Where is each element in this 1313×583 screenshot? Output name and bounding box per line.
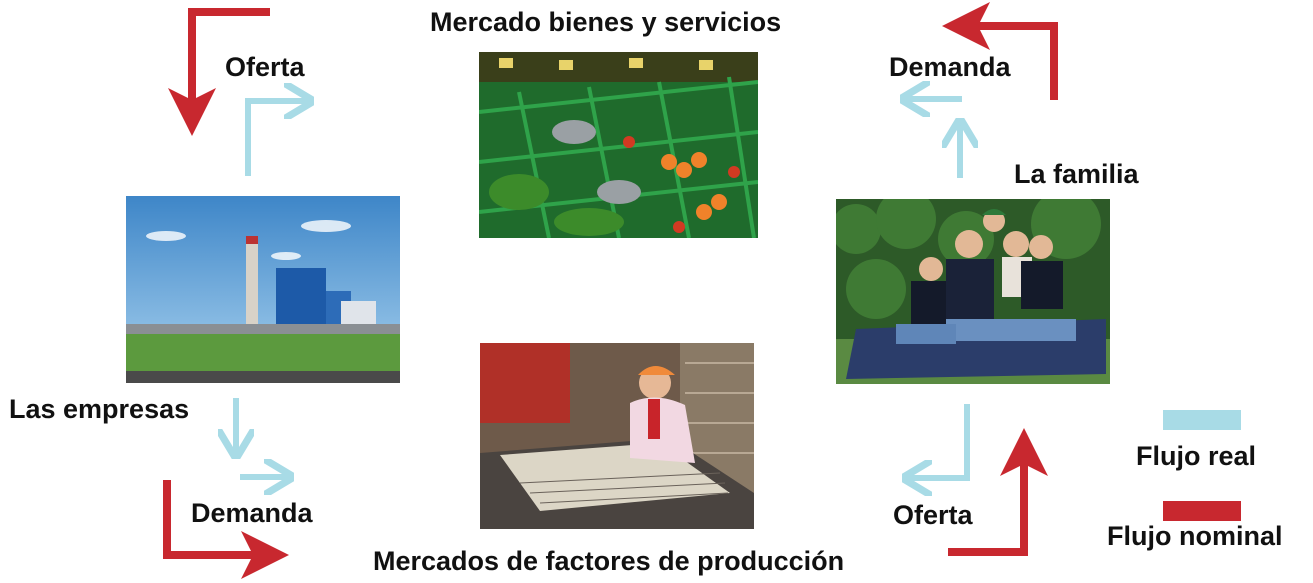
- demand-label-bottom-left: Demanda: [191, 498, 313, 528]
- family-photo: [836, 199, 1110, 384]
- power-plant-photo: [126, 196, 400, 383]
- nominal-arrow-top-right: [942, 2, 1058, 100]
- nominal-arrow-bottom-left: [163, 480, 289, 579]
- legend-real-label: Flujo real: [1136, 441, 1257, 471]
- real-arrow-bottom-right: [908, 404, 970, 478]
- real-arrow-top-left: [245, 101, 308, 176]
- legend-nominal-label: Flujo nominal: [1107, 521, 1283, 551]
- factor-market-title: Mercados de factores de producción: [373, 546, 845, 576]
- supply-label-top-left: Oferta: [225, 52, 305, 82]
- produce-market-photo: [479, 52, 758, 238]
- nominal-arrow-bottom-right: [948, 428, 1048, 556]
- goods-market-title: Mercado bienes y servicios: [430, 7, 782, 37]
- legend-nominal-swatch: [1163, 501, 1241, 521]
- household-label: La familia: [1014, 159, 1139, 189]
- nominal-arrow-top-left: [168, 8, 270, 136]
- legend-real-swatch: [1163, 410, 1241, 430]
- supply-label-bottom-right: Oferta: [893, 500, 973, 530]
- demand-label-top-right: Demanda: [889, 52, 1011, 82]
- factory-worker-photo: [480, 343, 754, 529]
- firms-label: Las empresas: [9, 394, 190, 424]
